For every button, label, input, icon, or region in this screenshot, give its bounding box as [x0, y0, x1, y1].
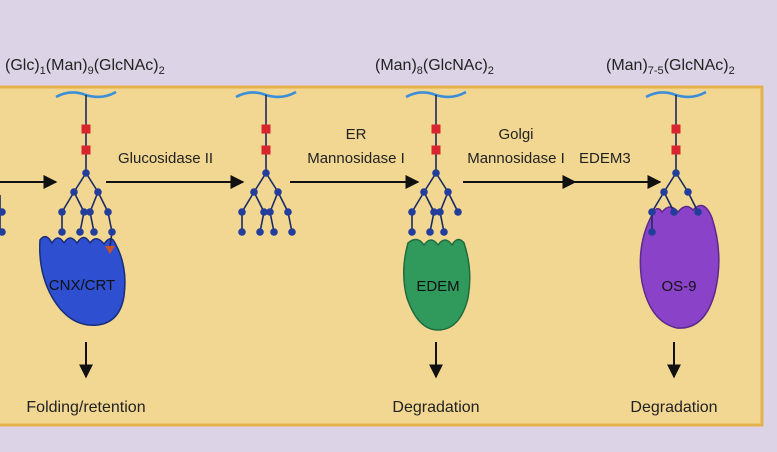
outcome-degradation-edem: Degradation — [392, 399, 479, 416]
mannose-residue — [82, 169, 90, 177]
mannose-residue — [284, 208, 292, 216]
glycan-bond — [651, 191, 665, 213]
mannose-residue — [90, 228, 98, 236]
mannose-residue — [104, 208, 112, 216]
glcnac-residue — [431, 145, 441, 155]
glcnac-residue — [81, 145, 91, 155]
glcnac-residue — [431, 124, 441, 134]
mannose-residue — [86, 208, 94, 216]
er-lumen-panel — [0, 85, 764, 427]
glcnac-residue — [261, 145, 271, 155]
mannose-residue — [660, 188, 668, 196]
mannose-residue — [250, 188, 258, 196]
mannose-residue — [270, 228, 278, 236]
enzyme-er-label: ER — [346, 126, 367, 143]
cnx-crt-label: CNX/CRT — [49, 277, 115, 294]
header-man7-5-glcnac2: (Man)7-5(GlcNAc)2 — [606, 57, 735, 77]
glucose-residue — [105, 246, 115, 254]
mannose-residue — [694, 208, 702, 216]
mannose-residue — [58, 228, 66, 236]
outcome-folding-retention: Folding/retention — [26, 399, 145, 416]
enzyme-glucosidase-ii-label: Glucosidase II — [118, 150, 213, 167]
mannose-residue — [444, 188, 452, 196]
mannose-residue — [94, 188, 102, 196]
mannose-residue — [408, 208, 416, 216]
mannose-residue — [288, 228, 296, 236]
mannose-residue — [238, 208, 246, 216]
glycan-bond — [61, 191, 75, 213]
mannose-residue — [76, 228, 84, 236]
glycan-bond — [411, 191, 425, 213]
mannose-residue — [256, 228, 264, 236]
enzyme-golgi-mannosidase-label: Mannosidase I — [467, 150, 565, 167]
enzyme-golgi-label: Golgi — [498, 126, 533, 143]
mannose-residue — [262, 169, 270, 177]
mannose-residue — [108, 228, 116, 236]
mannose-residue — [430, 208, 438, 216]
header-glc1-man9-glcnac2: (Glc)1(Man)9(GlcNAc)2 — [5, 57, 165, 77]
glcnac-residue — [671, 145, 681, 155]
mannose-residue — [260, 208, 268, 216]
mannose-residue — [648, 228, 656, 236]
glycan-structures — [0, 90, 707, 254]
mannose-residue — [274, 188, 282, 196]
outcome-degradation-os9: Degradation — [630, 399, 717, 416]
glcnac-residue — [671, 124, 681, 134]
mannose-residue — [440, 228, 448, 236]
mannose-residue — [684, 188, 692, 196]
mannose-residue — [432, 169, 440, 177]
mannose-residue — [672, 169, 680, 177]
os9-lectin — [639, 204, 720, 329]
mannose-residue — [0, 228, 6, 236]
mannose-residue — [408, 228, 416, 236]
mannose-residue — [70, 188, 78, 196]
header-man8-glcnac2: (Man)8(GlcNAc)2 — [375, 57, 494, 77]
enzyme-edem3-label: EDEM3 — [579, 150, 631, 167]
mannose-residue — [454, 208, 462, 216]
mannose-residue — [266, 208, 274, 216]
glcnac-residue — [81, 124, 91, 134]
edem-label: EDEM — [416, 278, 459, 295]
mannose-residue — [670, 208, 678, 216]
os9-label: OS-9 — [661, 278, 696, 295]
cnx-crt-lectin — [39, 235, 126, 326]
mannose-residue — [648, 208, 656, 216]
mannose-residue — [80, 208, 88, 216]
enzyme-er-mannosidase-label: Mannosidase I — [307, 150, 405, 167]
mannose-residue — [436, 208, 444, 216]
mannose-residue — [58, 208, 66, 216]
edem-lectin — [403, 238, 471, 331]
glycan-bond — [241, 191, 255, 213]
mannose-residue — [0, 208, 6, 216]
mannose-residue — [420, 188, 428, 196]
mannose-residue — [238, 228, 246, 236]
glcnac-residue — [261, 124, 271, 134]
mannose-residue — [426, 228, 434, 236]
